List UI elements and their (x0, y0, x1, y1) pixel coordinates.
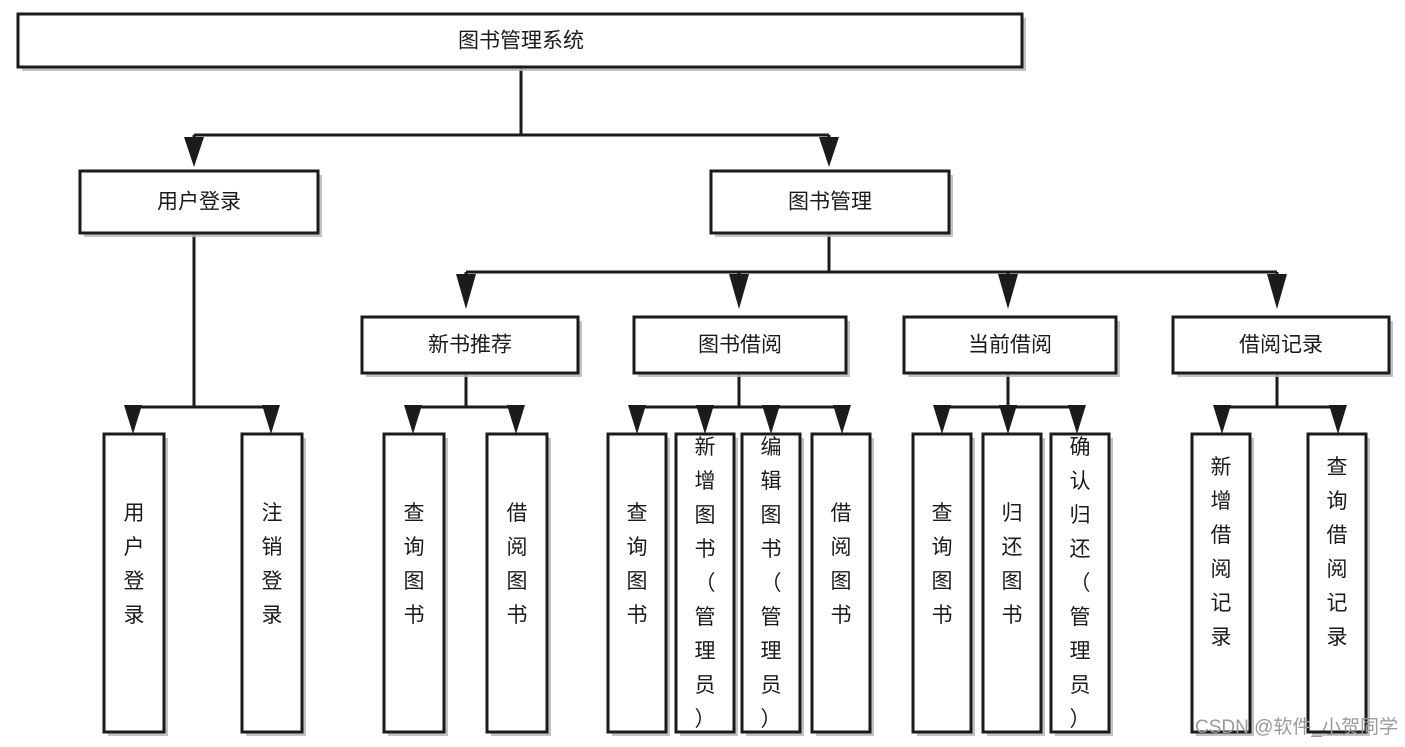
node-leaf-borrow-book-1[interactable]: 借阅图书 (485, 432, 551, 736)
node-leaf-borrow-book-1-label: 借阅图书 (507, 502, 528, 627)
node-leaf-query-record[interactable]: 查询借阅记录 (1306, 432, 1370, 736)
arrow-to-new-book-rec (456, 274, 476, 309)
arrow-to-leaf-borrow-book-1 (507, 405, 525, 434)
node-leaf-borrow-book-1-box[interactable] (485, 432, 549, 734)
node-book-borrow-label: 图书借阅 (698, 334, 782, 357)
node-root-label: 图书管理系统 (458, 30, 584, 53)
node-leaf-user-login[interactable]: 用户登录 (102, 432, 168, 736)
node-leaf-query-book-1-box[interactable] (382, 432, 446, 734)
node-new-book-rec-label: 新书推荐 (428, 334, 512, 357)
arrow-to-leaf-return-book (999, 405, 1017, 434)
node-leaf-user-login-label: 用户登录 (124, 502, 145, 627)
node-current-borrow-label: 当前借阅 (968, 334, 1052, 357)
arrow-to-leaf-user-logout (262, 405, 280, 434)
node-current-borrow-box[interactable] (902, 315, 1118, 375)
node-leaf-add-record[interactable]: 新增借阅记录 (1190, 432, 1254, 736)
node-borrow-record[interactable]: 借阅记录 (1171, 315, 1393, 377)
node-leaf-user-logout-label: 注销登录 (262, 502, 283, 627)
node-root[interactable]: 图书管理系统 (16, 12, 1026, 71)
node-leaf-user-login-box[interactable] (102, 432, 166, 734)
node-leaf-add-book-box[interactable] (674, 432, 736, 734)
arrow-to-leaf-query-record (1329, 405, 1347, 434)
node-leaf-query-book-2-box[interactable] (606, 432, 668, 734)
node-user-login-box[interactable] (78, 169, 320, 235)
node-leaf-confirm-return-box[interactable] (1049, 432, 1111, 734)
node-leaf-confirm-return[interactable]: 确认归还（管理员） (1049, 432, 1113, 736)
arrowhead-layer (124, 137, 1347, 434)
node-leaf-return-book[interactable]: 归还图书 (981, 432, 1045, 736)
arrow-to-book-manage (819, 137, 839, 167)
node-book-borrow-box[interactable] (632, 315, 848, 375)
node-leaf-add-record-box[interactable] (1190, 432, 1252, 734)
node-current-borrow[interactable]: 当前借阅 (902, 315, 1120, 377)
node-new-book-rec-box[interactable] (360, 315, 580, 375)
csdn-watermark: CSDN @软件_小贺同学 (1195, 716, 1398, 738)
node-leaf-query-book-1-label: 查询图书 (404, 502, 425, 627)
node-leaf-query-record-box[interactable] (1306, 432, 1368, 734)
node-leaf-user-logout-box[interactable] (240, 432, 304, 734)
node-leaf-borrow-book-2-label: 借阅图书 (831, 502, 852, 627)
node-leaf-add-book[interactable]: 新增图书（管理员） (674, 432, 738, 736)
node-borrow-record-label: 借阅记录 (1239, 334, 1323, 357)
node-leaf-borrow-book-2[interactable]: 借阅图书 (810, 432, 874, 736)
node-book-manage-box[interactable] (709, 169, 951, 235)
node-leaf-query-book-3[interactable]: 查询图书 (911, 432, 975, 736)
node-user-login[interactable]: 用户登录 (78, 169, 322, 237)
node-borrow-record-box[interactable] (1171, 315, 1391, 375)
arrow-to-leaf-user-login (124, 405, 142, 434)
node-leaf-query-record-label: 查询借阅记录 (1327, 456, 1348, 649)
node-leaf-return-book-box[interactable] (981, 432, 1043, 734)
node-leaf-add-record-label: 新增借阅记录 (1211, 456, 1232, 649)
arrow-to-leaf-confirm-return (1068, 405, 1086, 434)
arrow-to-leaf-query-book-2 (628, 405, 646, 434)
arrow-to-leaf-add-record (1213, 405, 1231, 434)
arrow-to-borrow-record (1267, 274, 1287, 309)
arrow-to-user-login (184, 137, 204, 167)
node-new-book-rec[interactable]: 新书推荐 (360, 315, 582, 377)
node-leaf-add-book-label: 新增图书（管理员） (695, 436, 716, 731)
node-leaf-edit-book[interactable]: 编辑图书（管理员） (740, 432, 804, 736)
node-leaf-query-book-1[interactable]: 查询图书 (382, 432, 448, 736)
node-user-login-label: 用户登录 (157, 191, 241, 214)
node-book-borrow[interactable]: 图书借阅 (632, 315, 850, 377)
node-leaf-return-book-label: 归还图书 (1002, 502, 1023, 627)
arrow-to-current-borrow (998, 274, 1018, 309)
node-leaf-query-book-2-label: 查询图书 (627, 502, 648, 627)
node-book-manage-label: 图书管理 (788, 191, 872, 214)
node-leaf-query-book-3-box[interactable] (911, 432, 973, 734)
node-leaf-edit-book-label: 编辑图书（管理员） (761, 436, 782, 731)
node-leaf-borrow-book-2-box[interactable] (810, 432, 872, 734)
arrow-to-book-borrow (729, 274, 749, 309)
node-leaf-edit-book-box[interactable] (740, 432, 802, 734)
arrow-to-leaf-query-book-3 (933, 405, 951, 434)
arrow-to-leaf-query-book-1 (404, 405, 422, 434)
node-leaf-confirm-return-label: 确认归还（管理员） (1070, 436, 1091, 731)
node-book-manage[interactable]: 图书管理 (709, 169, 953, 237)
node-root-box[interactable] (16, 12, 1024, 69)
arrow-to-leaf-edit-book (762, 405, 780, 434)
node-leaf-user-logout[interactable]: 注销登录 (240, 432, 306, 736)
arrow-to-leaf-add-book (696, 405, 714, 434)
arrow-to-leaf-borrow-book-2 (833, 405, 851, 434)
node-leaf-query-book-2[interactable]: 查询图书 (606, 432, 670, 736)
node-leaf-query-book-3-label: 查询图书 (932, 502, 953, 627)
